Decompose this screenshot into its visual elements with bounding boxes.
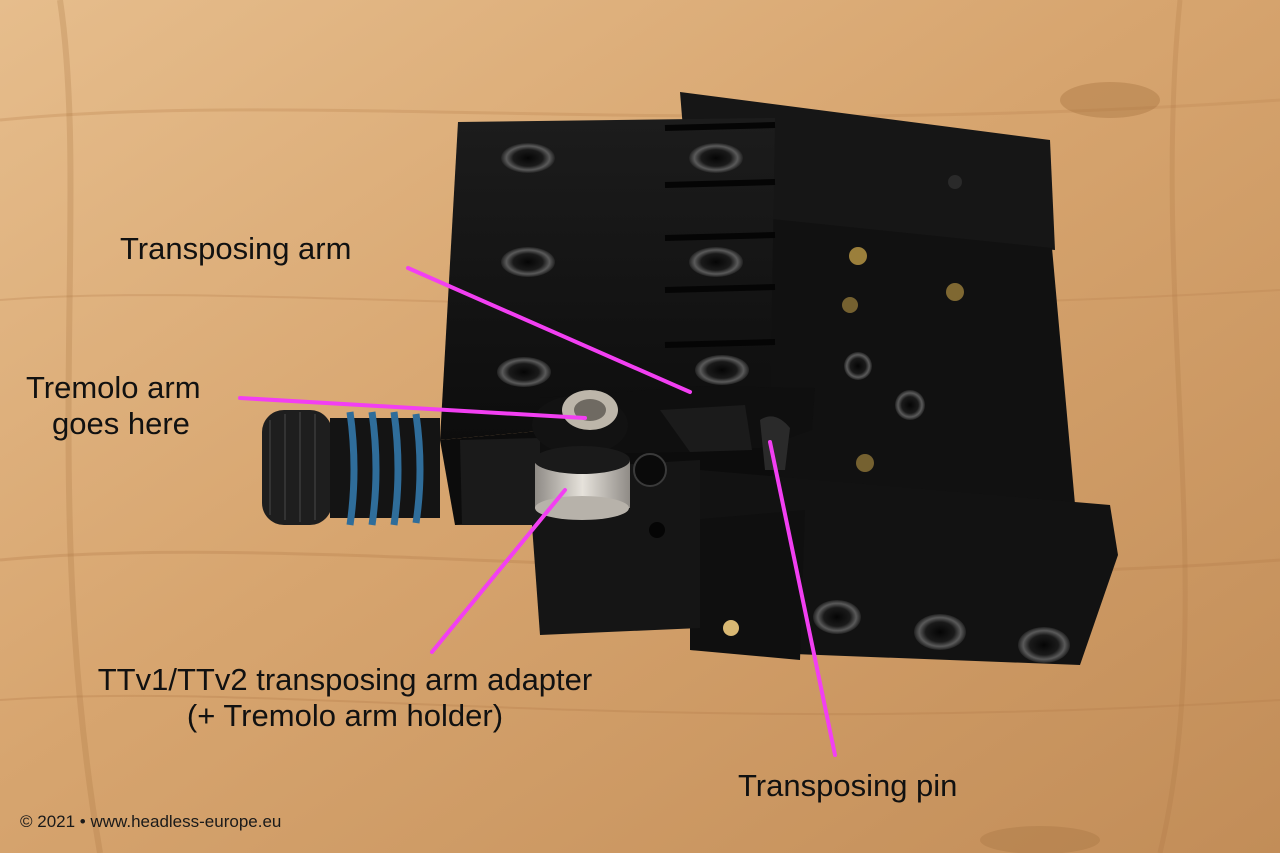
copyright-credit: © 2021 • www.headless-europe.eu — [20, 812, 282, 831]
leader-transposing-pin — [768, 440, 837, 757]
leader-tremolo-arm — [238, 396, 587, 420]
label-tremolo-arm-line2: goes here — [52, 406, 190, 441]
tremolo-spring-knob — [262, 410, 440, 526]
baseplate-screws — [497, 143, 749, 387]
label-transposing-pin: Transposing pin — [738, 768, 958, 803]
front-housing-block — [690, 470, 1118, 665]
label-adapter: TTv1/TTv2 transposing arm adapter (+ Tre… — [0, 662, 690, 734]
rear-block-holes — [842, 175, 964, 472]
label-adapter-line2: (+ Tremolo arm holder) — [186, 698, 504, 733]
leader-adapter — [430, 488, 567, 654]
annotation-leader-lines — [238, 266, 837, 757]
label-transposing-arm: Transposing arm — [120, 231, 352, 266]
label-tremolo-arm-line1: Tremolo arm — [26, 370, 201, 405]
leader-transposing-arm — [406, 266, 692, 394]
label-tremolo-arm: Tremolo arm goes here — [26, 370, 201, 442]
tremolo-arm-holder — [532, 390, 667, 520]
label-adapter-line1: TTv1/TTv2 transposing arm adapter — [97, 662, 593, 697]
